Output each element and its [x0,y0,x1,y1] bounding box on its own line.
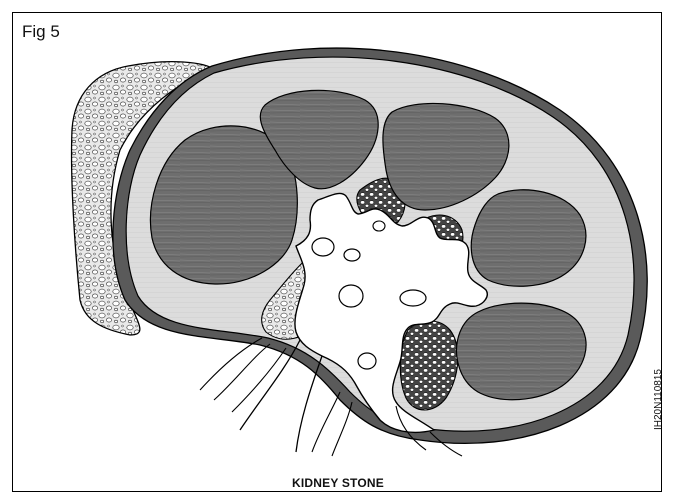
kidney-stone-4 [400,290,426,306]
medullary-pyramid-4 [471,190,586,286]
kidney-stone-6 [373,221,385,231]
figure-caption: KIDNEY STONE [0,476,676,490]
kidney-stone-5 [358,353,376,369]
kidney-stone-1 [312,238,334,256]
kidney-stone-3 [339,285,363,307]
figure-code: IH20N110815 [653,369,664,430]
kidney-stone-2 [344,249,360,261]
